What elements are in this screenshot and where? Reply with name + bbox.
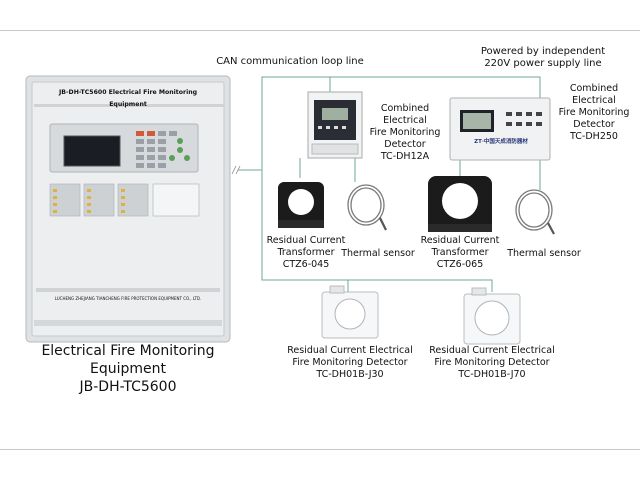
det-j70-label-line-3: TC-DH01B-J70 xyxy=(458,369,526,380)
det-j30-label: Residual Current Electrical Fire Monitor… xyxy=(280,345,420,381)
det-j30-label-line-1: Residual Current Electrical xyxy=(287,345,413,356)
detector-12-label-line-1: Combined Electrical xyxy=(380,103,430,126)
thermal-1-label: Thermal sensor xyxy=(341,248,415,259)
main-panel-device xyxy=(25,75,231,343)
din-detector-device xyxy=(307,91,363,159)
det-j70-label-line-1: Residual Current Electrical xyxy=(429,345,555,356)
loop-title: CAN communication loop line xyxy=(216,56,364,67)
det-j70-label-line-2: Fire Monitoring Detector xyxy=(434,357,550,368)
power-note-line-1: Powered by independent xyxy=(480,46,606,57)
ct-065-label-line-2: Transformer xyxy=(431,247,489,258)
det-j30-label-line-2: Fire Monitoring Detector xyxy=(292,357,408,368)
ct-045-label-line-2: Transformer xyxy=(277,247,335,258)
ct-045-label: Residual Current Transformer CTZ6-045 xyxy=(262,235,350,271)
detector-250-label: Combined Electrical Fire Monitoring Dete… xyxy=(550,83,638,143)
power-note-line-2: 220V power supply line xyxy=(484,58,602,69)
ct-045-device xyxy=(278,182,324,228)
det-j70-device xyxy=(463,287,521,345)
detector-12-label: Combined Electrical Fire Monitoring Dete… xyxy=(360,103,450,163)
can-loop-lines xyxy=(238,76,541,292)
ct-065-label-line-1: Residual Current xyxy=(420,235,500,246)
break-mark xyxy=(231,165,241,175)
detector-12-label-line-3: Detector xyxy=(384,139,426,150)
detector-250-label-line-4: TC-DH250 xyxy=(570,131,618,142)
thermal-sensor-2-device xyxy=(515,189,555,235)
ct-065-label: Residual Current Transformer CTZ6-065 xyxy=(416,235,504,271)
diagram-frame xyxy=(0,30,640,450)
power-note: Powered by independent 220V power supply… xyxy=(478,46,608,70)
det-j30-label-line-3: TC-DH01B-J30 xyxy=(316,369,384,380)
det-j70-label: Residual Current Electrical Fire Monitor… xyxy=(422,345,562,381)
ct-045-label-line-1: Residual Current xyxy=(266,235,346,246)
detector-12-label-line-2: Fire Monitoring xyxy=(369,127,441,138)
detector-250-label-line-1: Combined Electrical xyxy=(569,83,619,106)
main-panel-caption: Electrical Fire Monitoring Equipment JB-… xyxy=(8,342,248,396)
detector-12-label-line-4: TC-DH12A xyxy=(380,151,430,162)
det-j30-device xyxy=(321,285,379,339)
tc-dh250-brand: ZT·中国天成消防器材 xyxy=(474,139,528,145)
thermal-sensor-1-device xyxy=(347,184,387,231)
main-panel-header: JB-DH-TC5600 Electrical Fire Monitoring … xyxy=(58,89,198,108)
box-detector-device xyxy=(449,97,551,161)
detector-250-label-line-3: Detector xyxy=(573,119,615,130)
indicator-leds xyxy=(53,189,125,213)
ct-065-label-line-3: CTZ6-065 xyxy=(436,259,484,270)
ct-045-label-line-3: CTZ6-045 xyxy=(282,259,330,270)
keypad xyxy=(136,131,190,168)
detector-250-label-line-2: Fire Monitoring xyxy=(558,107,630,118)
main-panel-footer: LUCHENG ZHEJIANG TIANCHENG FIRE PROTECTI… xyxy=(54,296,202,301)
thermal-2-label: Thermal sensor xyxy=(507,248,581,259)
main-panel-caption-line-1: Electrical Fire Monitoring Equipment xyxy=(41,343,215,377)
ct-065-device xyxy=(428,176,492,232)
main-panel-caption-line-2: JB-DH-TC5600 xyxy=(79,379,177,395)
